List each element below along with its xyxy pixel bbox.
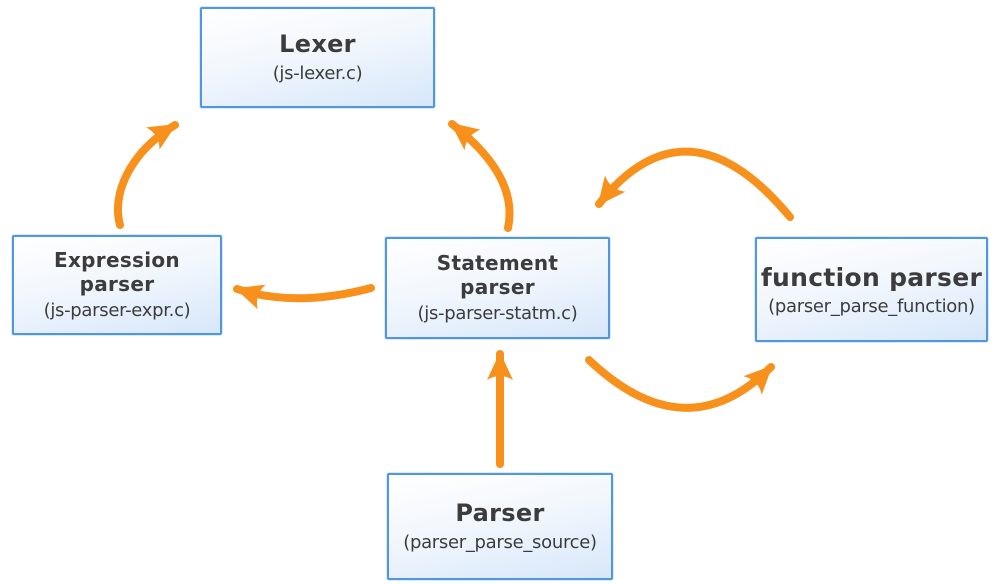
node-expression-parser: Expression parser (js-parser-expr.c) (12, 235, 222, 335)
node-title: Expression parser (54, 248, 180, 296)
arrow-statement-parser-to-lexer (448, 120, 514, 232)
node-file-label: (parser_parse_function) (768, 295, 975, 317)
arrow-statement-parser-to-function-parser (585, 356, 775, 412)
arrow-function-parser-to-statement-parser (595, 147, 794, 221)
node-function-parser: function parser (parser_parse_function) (755, 237, 988, 342)
arrow-statement-parser-to-expression-parser (233, 284, 375, 310)
node-file-label: (js-parser-expr.c) (43, 299, 191, 321)
arrow-expression-parser-to-lexer (113, 121, 179, 229)
node-file-label: (parser_parse_source) (403, 531, 597, 553)
node-file-label: (js-lexer.c) (272, 62, 363, 84)
node-lexer: Lexer (js-lexer.c) (200, 7, 435, 108)
node-file-label: (js-parser-statm.c) (417, 302, 578, 324)
node-parser: Parser (parser_parse_source) (387, 473, 613, 580)
node-title: Statement parser (436, 251, 559, 299)
node-title: Lexer (279, 30, 356, 59)
node-title: Parser (455, 499, 545, 528)
node-statement-parser: Statement parser (js-parser-statm.c) (385, 237, 610, 339)
node-title: function parser (760, 262, 983, 292)
